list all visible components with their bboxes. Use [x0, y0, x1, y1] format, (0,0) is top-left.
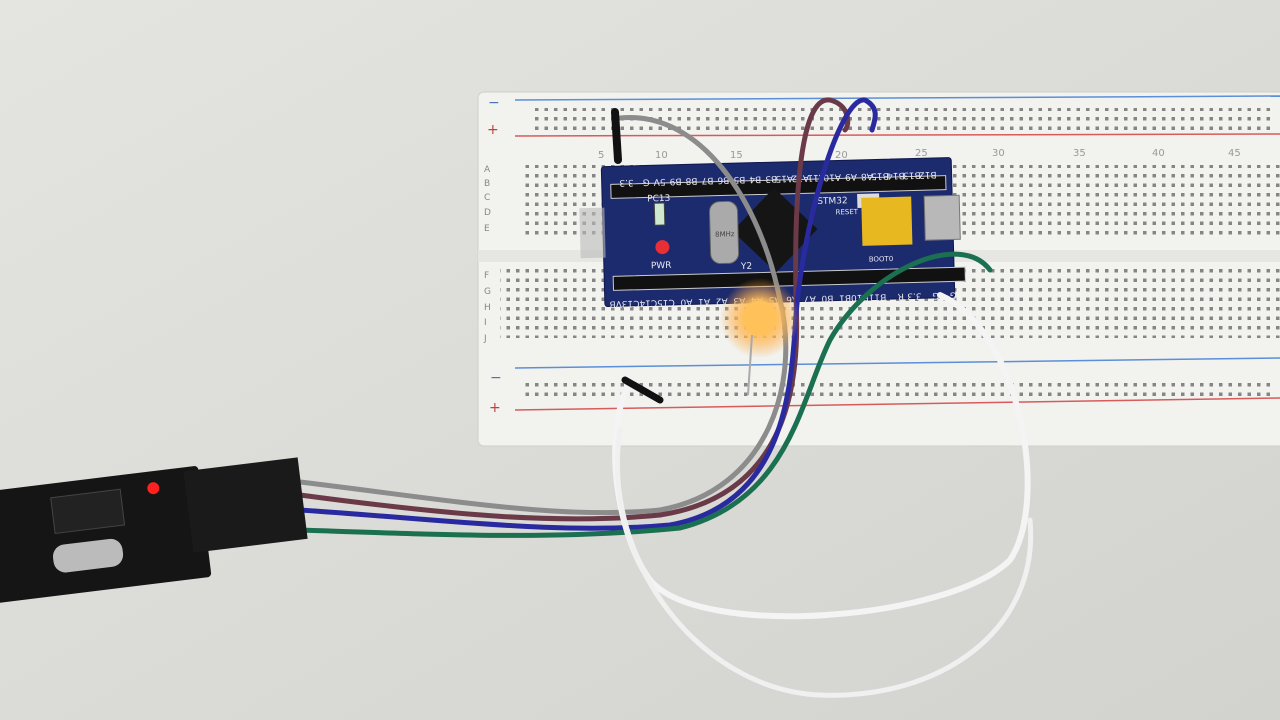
pin-label: A11: [807, 172, 825, 182]
col-num: 30: [992, 148, 1005, 159]
rail-minus-bottom: −: [490, 370, 502, 386]
usb-serial-adapter: [0, 457, 308, 604]
wire-gray: [297, 115, 789, 516]
orange-led: [720, 278, 800, 396]
pin-label: A2: [716, 295, 728, 305]
pin-label: C14: [639, 297, 657, 307]
row-letter: E: [484, 224, 490, 234]
pin-label: B5: [733, 174, 745, 184]
row-letter: H: [484, 303, 491, 313]
pc13-led: [653, 202, 666, 226]
reset-label: RESET: [835, 208, 858, 217]
wire-green: [297, 251, 993, 538]
row-letter: G: [484, 287, 491, 297]
pin-label: 3.3: [619, 177, 634, 187]
jumper-wires: [297, 97, 1034, 698]
adapter-led-red: [147, 482, 160, 495]
pin-label: B6: [717, 174, 729, 184]
adapter-header: [183, 457, 308, 553]
pin-label: C13: [622, 298, 640, 308]
pin-label: B1: [839, 292, 851, 302]
row-letter: C: [484, 193, 490, 203]
pin-label: B12: [919, 169, 937, 179]
adapter-crystal: [52, 538, 124, 573]
col-num: 10: [655, 150, 668, 161]
pin-label: B3: [765, 173, 777, 183]
pin-label: B15: [871, 170, 889, 180]
pin-label: A15: [775, 173, 793, 183]
wire-blue: [297, 97, 878, 531]
power-led: [655, 240, 670, 255]
chip-label: STM32: [817, 196, 848, 207]
row-letter: A: [484, 165, 491, 175]
pin-label: G: [643, 176, 650, 186]
col-num: 40: [1152, 148, 1165, 159]
rail-plus-bottom: +: [489, 400, 501, 416]
row-letter: I: [484, 318, 487, 328]
crystal: [708, 200, 740, 265]
pin-label: B8: [685, 175, 697, 185]
pin-label: 3.3: [907, 290, 922, 300]
pin-label: B9: [669, 176, 681, 186]
row-letter: F: [484, 271, 489, 281]
col-num: 35: [1073, 148, 1086, 159]
row-letters: A B C D E F G H I J: [483, 165, 491, 344]
pwr-label: PWR: [651, 261, 672, 272]
pc13-label: PC13: [647, 194, 670, 205]
wire-black-top: [611, 108, 622, 164]
col-num: 20: [835, 150, 848, 161]
rail-plus-top: +: [487, 122, 499, 138]
col-num: 45: [1228, 148, 1241, 159]
usb-port: [923, 194, 961, 241]
boot-label: BOOT0: [869, 255, 894, 264]
pin-label: B10: [851, 292, 869, 302]
pin-label: C15: [657, 297, 675, 307]
pin-label: A8: [861, 171, 873, 181]
pin-label: B4: [749, 173, 761, 183]
col-num: 25: [915, 148, 928, 159]
pin-label: A9: [845, 171, 857, 181]
row-letter: D: [484, 208, 491, 218]
row-letter: J: [483, 334, 487, 344]
pin-label: B7: [701, 175, 713, 185]
pin-label: G: [932, 290, 939, 300]
crystal-ref: Y2: [740, 262, 752, 272]
pin-label: 5V: [653, 176, 666, 186]
pin-label: B13: [903, 169, 921, 179]
wire-black-short: [621, 376, 664, 404]
header-pins-bottom: [612, 266, 966, 291]
col-num: 15: [730, 150, 743, 161]
pin-label: G: [950, 289, 957, 299]
wire-white-loop: [614, 427, 1034, 698]
pin-label: A10: [823, 171, 841, 181]
pin-label: A1: [698, 296, 710, 306]
adapter-chip: [50, 488, 126, 535]
pin-label: VB: [609, 298, 622, 308]
crystal-label: 8MHz: [715, 230, 735, 239]
pin-label: B14: [887, 170, 905, 180]
pin-label: A0: [680, 296, 692, 306]
pin-label: A7: [804, 293, 816, 303]
pin-label: B0: [821, 293, 833, 303]
col-num: 5: [598, 150, 604, 161]
column-numbers: 5 10 15 20 25 30 35 40 45: [598, 148, 1241, 161]
boot-jumpers: [861, 196, 913, 246]
pin-label: B11: [868, 291, 886, 301]
pin-label: R: [897, 291, 904, 301]
side-header: [579, 207, 606, 259]
row-letter: B: [484, 179, 490, 189]
rail-minus-top: −: [488, 95, 500, 111]
